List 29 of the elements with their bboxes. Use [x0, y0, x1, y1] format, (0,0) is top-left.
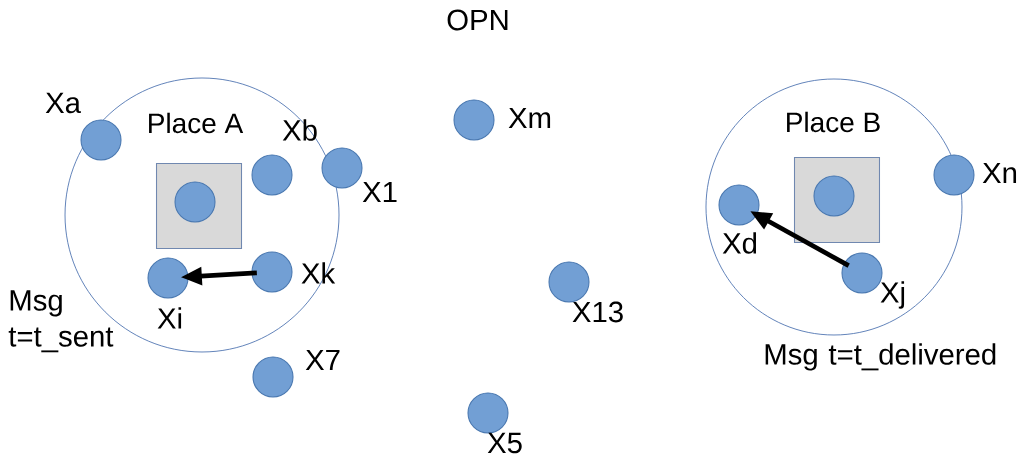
dot	[252, 356, 294, 398]
node-label: Xk	[301, 262, 336, 284]
message-note: Msg t=t_sent	[8, 290, 114, 353]
node-label: Xd	[722, 232, 757, 254]
dot	[813, 175, 855, 217]
node-label: X1	[362, 181, 397, 203]
node-label: Xj	[880, 281, 905, 309]
dot	[453, 99, 495, 141]
node-label: Xm	[508, 107, 551, 129]
node-label: Xi	[157, 307, 182, 329]
node-label: X13	[572, 301, 623, 323]
title: OPN	[447, 9, 508, 31]
node-label: Xa	[45, 92, 81, 114]
dot	[548, 261, 590, 303]
dot	[251, 154, 293, 196]
dot	[251, 251, 293, 293]
node-label: X7	[305, 349, 340, 371]
dot	[147, 257, 189, 299]
node-label: X5	[487, 432, 522, 454]
message-note: Msg t=t_delivered	[765, 343, 996, 371]
dot	[174, 181, 216, 223]
dot	[321, 147, 363, 189]
dot	[80, 119, 122, 161]
node-label: Xb	[282, 119, 317, 141]
dot	[933, 154, 975, 196]
dot	[718, 184, 760, 226]
dot	[841, 252, 883, 294]
dot	[467, 392, 509, 434]
node-label: Xn	[982, 162, 1017, 184]
